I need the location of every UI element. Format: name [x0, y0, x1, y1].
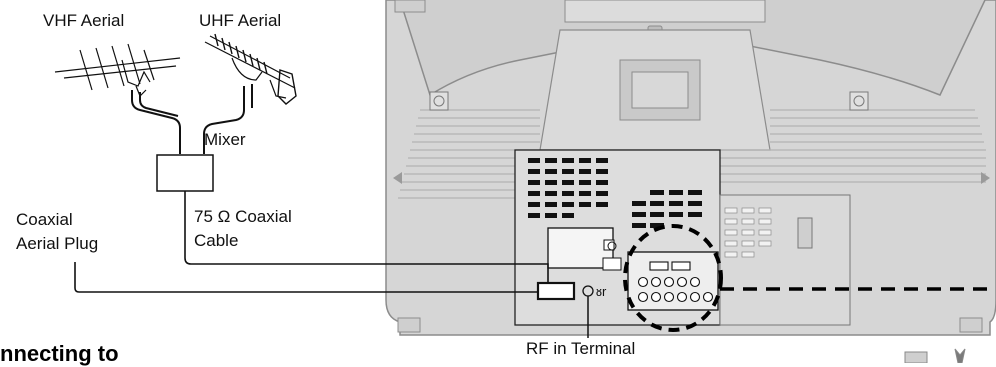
uhf-aerial-label: UHF Aerial — [199, 11, 282, 30]
aerial-cables — [131, 84, 253, 154]
cropped-icons — [904, 348, 966, 363]
rf-in-socket — [536, 281, 576, 301]
mixer-box — [156, 154, 214, 192]
section-heading-fragment: nnecting to — [0, 341, 119, 366]
uhf-aerial-icon — [204, 33, 297, 105]
terminal-panel: ᴕr — [514, 149, 996, 332]
mixer-label: Mixer — [204, 130, 246, 149]
coaxial-plug-cable — [74, 262, 538, 293]
coaxial-cable — [184, 191, 549, 283]
coaxial-plug-label-line1: Coaxial — [16, 210, 73, 229]
coaxial-plug-label-line2: Aerial Plug — [16, 234, 99, 253]
coaxial-cable-label-line2: Cable — [194, 231, 239, 250]
vent-slots — [528, 158, 702, 228]
vhf-aerial-label: VHF Aerial — [43, 11, 125, 30]
coaxial-cable-label-line1: 75 Ω Coaxial — [194, 207, 292, 226]
rf-terminal-label: RF in Terminal — [526, 339, 636, 358]
terminal-highlight-circle — [623, 224, 723, 332]
svg-text:ᴕr: ᴕr — [596, 284, 607, 299]
vhf-aerial-icon — [54, 43, 181, 98]
